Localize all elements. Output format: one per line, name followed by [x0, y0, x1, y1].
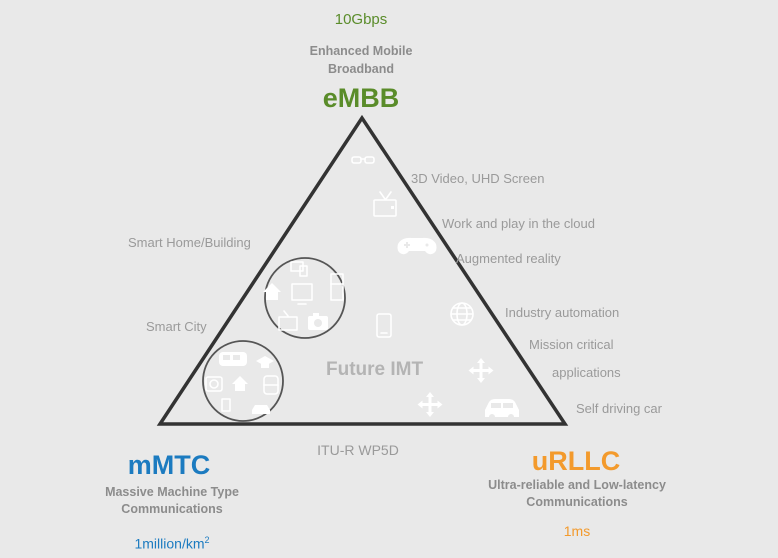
- smart-home-cluster: [264, 257, 346, 339]
- embb-speed: 10Gbps: [334, 11, 388, 28]
- washing-machine-icon: [205, 376, 223, 392]
- use-case-3d-video: 3D Video, UHD Screen: [411, 171, 545, 186]
- use-case-applications: applications: [552, 365, 621, 380]
- use-case-smart-city: Smart City: [146, 319, 207, 334]
- urllc-description-line2: Communications: [526, 495, 628, 509]
- car-icon: [252, 405, 270, 414]
- smart-city-cluster: [202, 340, 284, 422]
- embb-description-line1: Enhanced Mobile: [309, 44, 413, 58]
- 3d-glasses-icon: [351, 156, 375, 164]
- use-case-cloud: Work and play in the cloud: [442, 216, 595, 231]
- use-case-smart-home: Smart Home/Building: [128, 235, 251, 250]
- mmtc-density-exponent: 2: [204, 535, 210, 545]
- home-icon: [232, 376, 248, 391]
- mmtc-acronym: mMTC: [127, 450, 211, 480]
- train-icon: [263, 375, 279, 395]
- center-label: Future IMT: [326, 359, 424, 380]
- mmtc-density: 1million/km2: [134, 535, 209, 552]
- mmtc-description-line1: Massive Machine Type: [105, 485, 239, 499]
- smartphone-icon: [376, 313, 392, 338]
- use-case-mission-critical: Mission critical: [529, 337, 614, 352]
- home-icon: [263, 283, 281, 300]
- embb-description-line2: Broadband: [328, 62, 394, 76]
- graduation-cap-icon: [256, 356, 274, 368]
- urllc-description-line1: Ultra-reliable and Low-latency: [488, 478, 666, 492]
- usage-triangle: [156, 114, 569, 426]
- mmtc-density-value: 1million/km: [134, 535, 205, 552]
- fridge-icon: [221, 398, 231, 412]
- use-case-ar: Augmented reality: [456, 251, 561, 266]
- bus-icon: [219, 352, 247, 366]
- monitor-icon: [291, 283, 313, 305]
- globe-icon: [450, 302, 474, 326]
- bottom-label: ITU-R WP5D: [317, 442, 399, 458]
- car-icon: [485, 399, 519, 420]
- fridge-icon: [330, 273, 344, 301]
- tv-icon: [373, 191, 397, 217]
- embb-acronym: eMBB: [322, 83, 400, 113]
- tv-icon: [278, 310, 298, 331]
- mmtc-description-line2: Communications: [121, 502, 223, 516]
- gamepad-icon: [397, 237, 437, 255]
- arrows-move-icon: [468, 358, 494, 383]
- monitor-icon: [290, 261, 308, 277]
- urllc-acronym: uRLLC: [531, 446, 621, 476]
- camera-icon: [308, 313, 328, 330]
- use-case-self-driving: Self driving car: [576, 401, 662, 416]
- arrows-move-icon: [417, 392, 443, 417]
- use-case-industry: Industry automation: [505, 305, 620, 320]
- urllc-latency: 1ms: [563, 523, 591, 539]
